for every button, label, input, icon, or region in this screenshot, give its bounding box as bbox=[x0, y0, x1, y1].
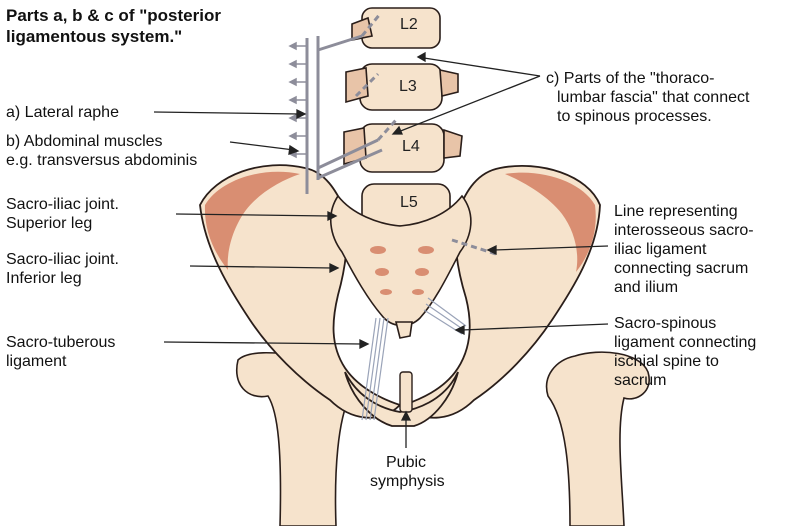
fascia-to-l4-a bbox=[317, 138, 379, 170]
fascia-dashes bbox=[354, 13, 497, 256]
label-sacro-spinous-1: Sacro-spinous bbox=[614, 315, 717, 332]
label-abdominal-example: e.g. transversus abdominis bbox=[6, 152, 198, 169]
pubic-rami bbox=[344, 371, 459, 427]
leader-abdominal bbox=[229, 141, 295, 151]
leader-thoraco-l2 bbox=[423, 57, 541, 77]
left-ilium-crest bbox=[204, 171, 300, 270]
label-sacro-spinous-3: ischial spine to bbox=[614, 353, 719, 370]
fascia-to-l2 bbox=[317, 34, 363, 52]
label-thoraco-lumbar-2: lumbar fascia" that connect bbox=[557, 89, 750, 106]
label-pubic-symphysis: symphysis bbox=[370, 473, 445, 490]
diagram-title-line-1: Parts a, b & c of "posterior bbox=[6, 6, 221, 25]
label-interosseous-1: Line representing bbox=[614, 203, 738, 220]
label-lateral-raphe: a) Lateral raphe bbox=[6, 104, 119, 121]
leader-lines bbox=[153, 51, 609, 448]
vertebra-label-l5: L5 bbox=[400, 194, 418, 211]
label-si-inferior-leg: Inferior leg bbox=[6, 270, 82, 287]
sacral-foramina bbox=[370, 246, 434, 295]
interosseous-ligament-line bbox=[451, 238, 497, 256]
label-interosseous-3: iliac ligament bbox=[614, 241, 707, 258]
label-si-inferior: Sacro-iliac joint. bbox=[6, 251, 119, 268]
leader-lateral-raphe bbox=[153, 111, 301, 115]
label-interosseous-5: and ilium bbox=[614, 279, 679, 296]
label-si-superior: Sacro-iliac joint. bbox=[6, 196, 119, 213]
label-thoraco-lumbar-3: to spinous processes. bbox=[557, 108, 712, 125]
transverse-processes bbox=[439, 68, 463, 159]
label-sacro-tuberous-ligament: ligament bbox=[6, 353, 67, 370]
leader-thoraco-l4 bbox=[397, 75, 541, 133]
sacrum-body bbox=[330, 194, 472, 327]
sacrum bbox=[330, 194, 472, 339]
left-ilium bbox=[199, 164, 402, 419]
leader-sacro-tuberous bbox=[163, 341, 363, 345]
fascia-to-l4-b bbox=[317, 148, 383, 180]
leader-sacro-spinous bbox=[461, 323, 609, 331]
label-interosseous-2: interosseous sacro- bbox=[614, 222, 754, 239]
femurs bbox=[235, 351, 650, 526]
right-ilium-crest bbox=[505, 172, 596, 272]
vertebra-label-l2: L2 bbox=[400, 16, 418, 33]
label-si-superior-leg: Superior leg bbox=[6, 215, 93, 232]
leader-si-superior bbox=[175, 213, 331, 217]
leader-interosseous bbox=[493, 245, 609, 251]
label-sacro-spinous-2: ligament connecting bbox=[614, 334, 757, 351]
label-interosseous-4: connecting sacrum bbox=[614, 260, 749, 277]
pelvis bbox=[199, 164, 601, 427]
coccyx bbox=[394, 321, 413, 339]
label-sacro-tuberous: Sacro-tuberous bbox=[6, 334, 116, 351]
fascia-lines bbox=[305, 34, 383, 194]
label-abdominal-muscles: b) Abdominal muscles bbox=[6, 133, 163, 150]
sacro-tuberous-ligament bbox=[361, 317, 389, 421]
vertebra-label-l3: L3 bbox=[399, 78, 417, 95]
pubic-symphysis bbox=[399, 371, 413, 413]
leader-si-inferior bbox=[189, 265, 333, 269]
fascia-arrows bbox=[288, 41, 306, 159]
right-ilium bbox=[402, 164, 601, 419]
lumbar-spine bbox=[343, 7, 463, 227]
right-femur bbox=[545, 351, 650, 526]
label-thoraco-lumbar-1: c) Parts of the "thoraco- bbox=[546, 70, 715, 87]
label-pubic: Pubic bbox=[386, 454, 427, 471]
label-sacro-spinous-4: sacrum bbox=[614, 372, 667, 389]
diagram-title-line-2: ligamentous system." bbox=[6, 27, 183, 46]
vertebra-label-l4: L4 bbox=[402, 138, 420, 155]
